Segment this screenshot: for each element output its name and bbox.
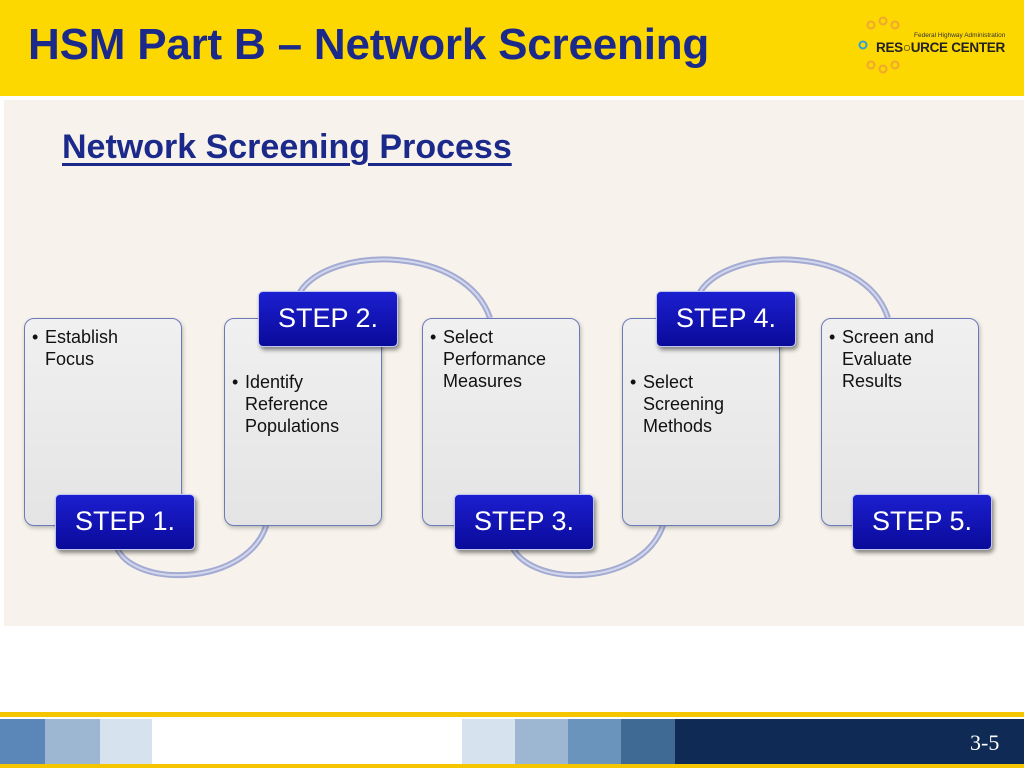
step-5-description: •Screen and Evaluate Results	[829, 327, 935, 391]
section-heading: Network Screening Process	[62, 128, 512, 166]
step-2-description: •Identify Reference Populations	[232, 372, 340, 436]
footer-color-bands	[0, 719, 1024, 764]
step-3-label: STEP 3.	[454, 494, 594, 550]
step-1-label: STEP 1.	[55, 494, 195, 550]
logo-circles-icon	[858, 16, 900, 74]
step-1-description: •Establish Focus	[32, 327, 119, 369]
step-5-label: STEP 5.	[852, 494, 992, 550]
resource-center-logo: Federal Highway Administration RES○URCE …	[852, 16, 1024, 74]
step-4-label: STEP 4.	[656, 291, 796, 347]
footer-divider	[0, 712, 1024, 717]
step-3-description: •Select Performance Measures	[430, 327, 547, 391]
step-2-label: STEP 2.	[258, 291, 398, 347]
step-1-box	[24, 318, 182, 526]
step-4-box	[622, 318, 780, 526]
logo-agency-text: Federal Highway Administration	[914, 32, 1006, 39]
footer-bottom-line	[0, 764, 1024, 768]
step-3-box	[422, 318, 580, 526]
slide-title: HSM Part B – Network Screening	[28, 20, 710, 69]
header-bar	[0, 0, 1024, 96]
step-5-box	[821, 318, 979, 526]
logo-center-text: RES○URCE CENTER	[876, 40, 1005, 55]
page-number: 3-5	[970, 730, 1000, 755]
step-4-description: •Select Screening Methods	[630, 372, 725, 436]
